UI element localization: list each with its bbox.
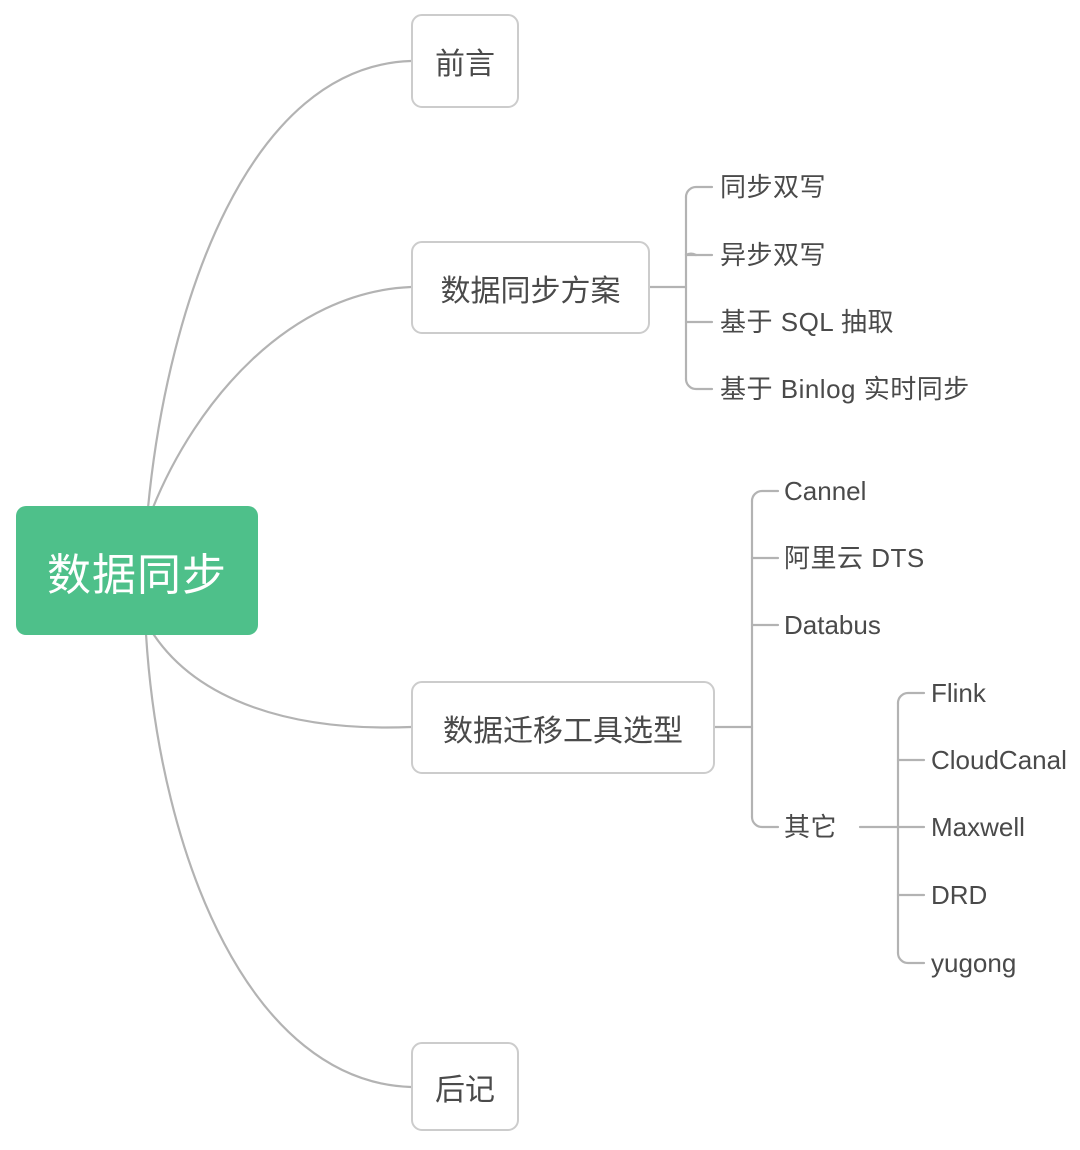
branch-node-tool-choice-label: 数据迁移工具选型	[443, 714, 683, 748]
connector-root-to-tool-choice	[150, 630, 413, 729]
leaf-tool-choice-1[interactable]: 阿里云 DTS	[784, 543, 925, 573]
branch-node-preface[interactable]: 前言	[411, 14, 519, 108]
leaf-tool-choice-2[interactable]: Databus	[784, 610, 881, 640]
branch-node-tool-choice[interactable]: 数据迁移工具选型	[411, 681, 715, 774]
connector-tool-choice-stub-0	[750, 489, 780, 503]
connector-sync-plan-stub-1b	[684, 252, 698, 257]
connector-tool-choice-stub-3	[750, 815, 780, 829]
connector-root-to-postscript	[144, 632, 413, 1089]
branch-node-sync-plan-label: 数据同步方案	[440, 274, 621, 308]
branch-node-postscript[interactable]: 后记	[411, 1042, 519, 1131]
leaf-other-4[interactable]: yugong	[931, 948, 1017, 978]
branch-node-sync-plan[interactable]: 数据同步方案	[411, 241, 650, 334]
leaf-sync-plan-1[interactable]: 异步双写	[720, 240, 827, 270]
leaf-other-1[interactable]: CloudCanal	[931, 745, 1067, 775]
connector-root-to-sync-plan	[150, 285, 413, 512]
leaf-tool-choice-3[interactable]: 其它	[784, 812, 838, 842]
leaf-sync-plan-0[interactable]: 同步双写	[720, 172, 827, 202]
connector-sync-plan-stub-0	[684, 185, 714, 199]
leaf-sync-plan-3[interactable]: 基于 Binlog 实时同步	[720, 374, 970, 404]
branch-node-postscript-label: 后记	[435, 1073, 495, 1107]
root-node-label: 数据同步	[47, 550, 227, 600]
root-node[interactable]: 数据同步	[16, 506, 258, 635]
connector-other-stub-4	[896, 951, 926, 965]
branch-node-preface-label: 前言	[435, 48, 495, 81]
connector-sync-plan-stub-3	[684, 377, 714, 391]
leaf-other-3[interactable]: DRD	[931, 880, 988, 910]
connector-root-to-preface	[146, 59, 413, 510]
leaf-tool-choice-0[interactable]: Cannel	[784, 476, 867, 506]
connector-other-stub-0	[896, 691, 926, 705]
leaf-other-0[interactable]: Flink	[931, 678, 986, 708]
leaf-other-2[interactable]: Maxwell	[931, 812, 1025, 842]
leaf-sync-plan-2[interactable]: 基于 SQL 抽取	[720, 307, 895, 337]
